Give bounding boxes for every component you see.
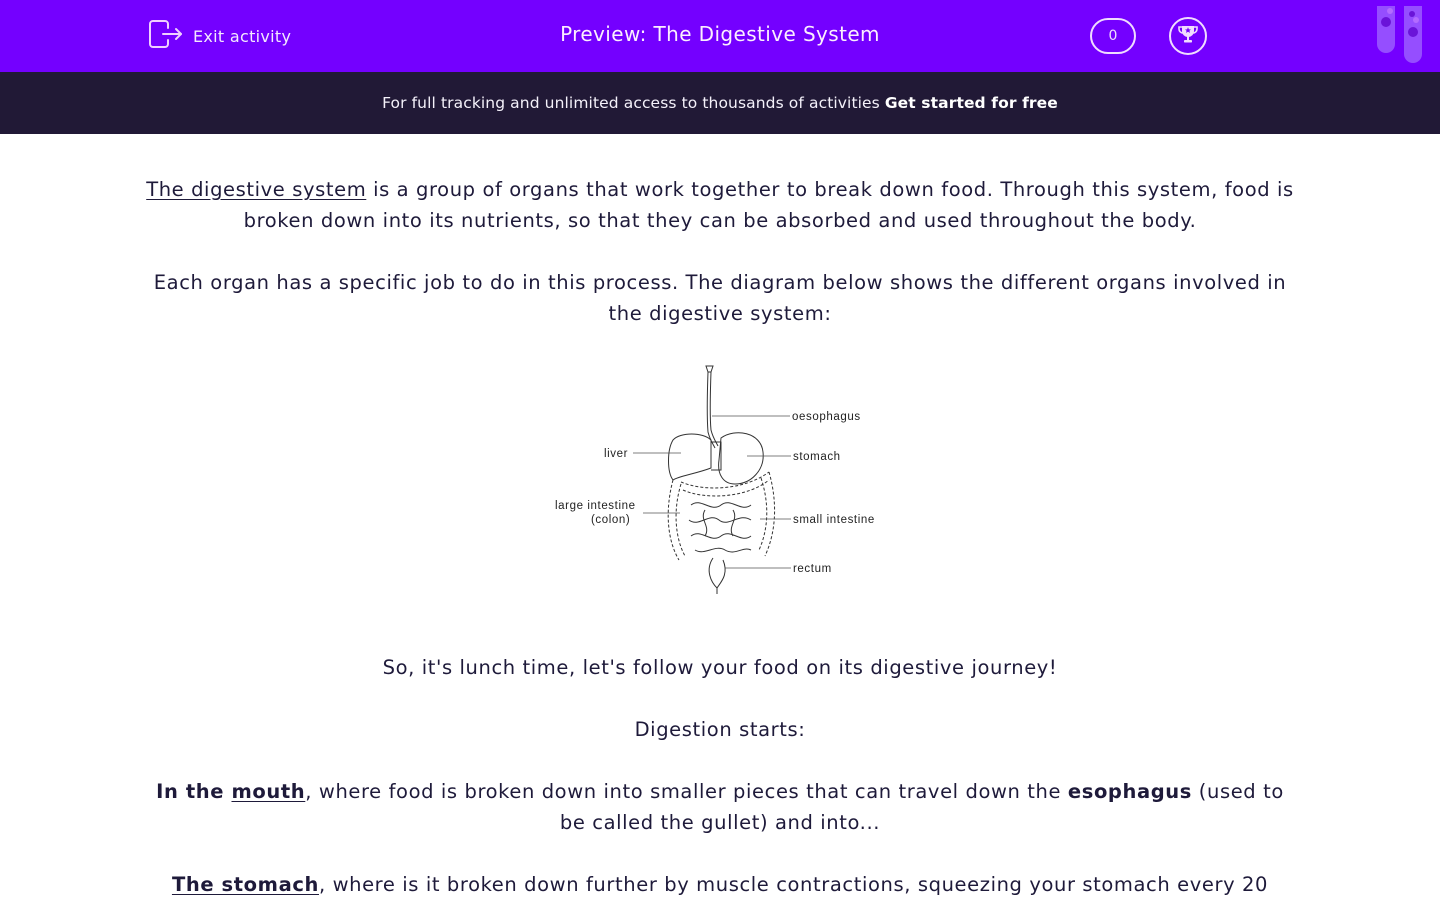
lunch-paragraph: So, it's lunch time, let's follow your f… (382, 656, 1058, 679)
label-rectum: rectum (793, 563, 832, 575)
exit-door-arrow-icon (149, 19, 183, 53)
page-title: Preview: The Digestive System (560, 22, 880, 46)
label-liver: liver (604, 448, 628, 460)
digestive-system-diagram: oesophagus liver stomach large intestine… (555, 360, 885, 600)
stomach-term-link[interactable]: The stomach (171, 873, 319, 896)
trophy-button[interactable] (1169, 17, 1207, 55)
exit-activity-label: Exit activity (193, 26, 292, 46)
trophy-icon (1176, 22, 1200, 50)
label-small-intestine: small intestine (793, 514, 875, 526)
test-tubes-icon (1375, 0, 1435, 64)
label-stomach: stomach (793, 451, 841, 463)
score-value: 0 (1108, 28, 1118, 44)
mouth-term-link[interactable]: mouth (231, 780, 306, 803)
mouth-tail-text: (used to be called the gullet) and into.… (559, 780, 1284, 834)
get-started-link[interactable]: Get started for free (884, 94, 1058, 112)
intro-text: is a group of organs that work together … (243, 178, 1294, 232)
stomach-paragraph: The stomach, where is it broken down fur… (140, 869, 1300, 900)
label-oesophagus: oesophagus (792, 411, 861, 423)
mouth-text: , where food is broken down into smaller… (305, 780, 1068, 803)
promo-banner: For full tracking and unlimited access t… (0, 72, 1440, 134)
digestion-starts-paragraph: Digestion starts: (634, 718, 806, 741)
label-large-intestine: large intestine (555, 500, 636, 512)
mouth-paragraph: In the mouth, where food is broken down … (140, 776, 1300, 838)
top-header: Exit activity Preview: The Digestive Sys… (0, 0, 1440, 72)
exit-activity-button[interactable]: Exit activity (149, 20, 291, 52)
promo-text: For full tracking and unlimited access t… (382, 94, 880, 112)
digestive-system-term-link[interactable]: The digestive system (146, 178, 367, 201)
organs-paragraph: Each organ has a specific job to do in t… (153, 271, 1287, 325)
intro-paragraph: The digestive system is a group of organ… (140, 174, 1300, 236)
stomach-text: , where is it broken down further by mus… (318, 873, 1269, 896)
score-counter[interactable]: 0 (1090, 18, 1136, 54)
diagram-image: oesophagus liver stomach large intestine… (555, 365, 875, 594)
label-colon: (colon) (591, 514, 630, 526)
activity-content: The digestive system is a group of organ… (140, 174, 1300, 900)
mouth-lead: In the (156, 780, 232, 803)
esophagus-term: esophagus (1067, 780, 1192, 803)
